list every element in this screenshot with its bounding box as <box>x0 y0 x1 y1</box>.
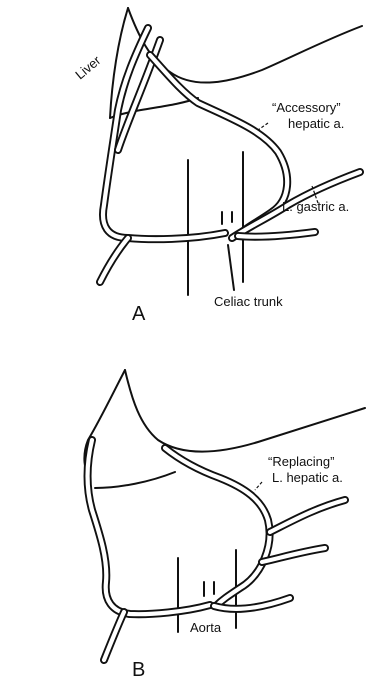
panel-b-label: B <box>132 659 145 681</box>
panel-b: “Replacing” L. hepatic a. Aorta B <box>84 370 365 681</box>
aorta-label-b: Aorta <box>190 620 222 635</box>
liver-outline-b <box>125 370 365 452</box>
celiac-label-a: Celiac trunk <box>214 294 283 309</box>
gastric-label-a: L. gastric a. <box>282 199 349 214</box>
panel-a: Liver “Accessory” hepatic a. L. gastric … <box>72 8 362 325</box>
liver-lobe-line-b <box>95 472 175 488</box>
panel-a-label: A <box>132 303 146 325</box>
replacing-leader-b <box>255 482 262 490</box>
replacing-left-hepatic-artery-b <box>165 448 270 606</box>
accessory-leader-a <box>258 123 268 130</box>
celiac-leader-a <box>228 245 234 290</box>
replacing-label-line2-b: L. hepatic a. <box>272 470 343 485</box>
gastroduodenal-artery-b <box>104 612 124 660</box>
replacing-label-line1-b: “Replacing” <box>268 454 334 469</box>
left-gastric-artery-b <box>270 500 345 532</box>
accessory-label-line1-a: “Accessory” <box>272 100 341 115</box>
gastroduodenal-artery-a <box>100 238 128 282</box>
splenic-artery-a <box>238 232 315 237</box>
accessory-label-line2-a: hepatic a. <box>288 116 344 131</box>
liver-label-a: Liver <box>72 52 104 82</box>
